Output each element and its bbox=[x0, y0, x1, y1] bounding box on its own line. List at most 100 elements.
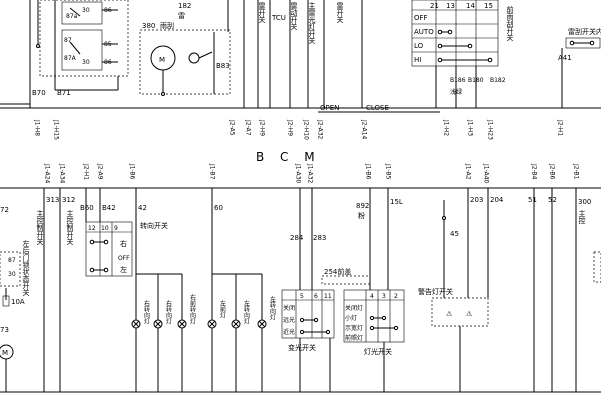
switch-row-lo: LO bbox=[414, 42, 424, 50]
unit-code: 182 bbox=[178, 2, 191, 10]
lamp-label-5: 左转向灯 bbox=[269, 295, 276, 321]
conn-r-r1: 小灯 bbox=[345, 314, 357, 322]
lamp-icon bbox=[257, 319, 267, 329]
lamp-label-1: 右转向灯 bbox=[165, 299, 172, 325]
switch-header-21: 21 bbox=[430, 2, 439, 10]
wire-284: 284 bbox=[290, 234, 304, 242]
bot-pin-10: J1-A2 bbox=[465, 163, 472, 180]
lamp-label-2: 右前转向灯 bbox=[189, 293, 196, 325]
right-vert-label-bottom: 主控 bbox=[578, 209, 586, 225]
right-switch-label: 雷刮开关内 bbox=[568, 27, 601, 36]
bcm-label: B C M bbox=[256, 150, 321, 164]
wire-204: 204 bbox=[490, 196, 504, 204]
conn-r-h1: 3 bbox=[382, 293, 386, 300]
relay-pin-30b: 30 bbox=[82, 59, 90, 66]
lamp-label-0: 右转向灯 bbox=[143, 299, 150, 325]
top-center-columns: 雷开关 TCU 雷动开关 主雷光灯开关 雷开关 OPEN CLOSE bbox=[257, 0, 440, 113]
turn-signal-switch: B60 B42 12 10 9 右 OFF 左 转向开关 bbox=[80, 188, 168, 277]
col-label-1: 雷开关 bbox=[258, 2, 266, 24]
motor-code: 380 bbox=[142, 22, 155, 30]
switch-header-15: 15 bbox=[484, 2, 493, 10]
b-wire-186: B186 bbox=[450, 77, 466, 84]
left-relay-87: 87 bbox=[8, 257, 16, 264]
wire-b71: B71 bbox=[57, 89, 71, 97]
sw-header-12: 12 bbox=[88, 225, 96, 232]
wire-313: 313 bbox=[46, 196, 59, 204]
top-pin-8: J2-A14 bbox=[361, 119, 368, 140]
conn-l-h0: 5 bbox=[300, 293, 304, 300]
conn-l-h1: 6 bbox=[314, 293, 318, 300]
relay-pin-87a: 87a bbox=[66, 13, 78, 20]
top-pin-9: J1-H2 bbox=[443, 119, 450, 136]
sw-header-9: 9 bbox=[114, 225, 118, 232]
lamp-icon bbox=[207, 319, 217, 329]
wire-b60: B60 bbox=[80, 204, 94, 212]
bot-pin-0: J1-A24 bbox=[44, 163, 51, 184]
wire-203: 203 bbox=[470, 196, 483, 204]
top-pin-3: J2-A7 bbox=[245, 119, 252, 136]
relay-pin-87A: 87A bbox=[64, 55, 77, 62]
bot-pin-1: J1-A34 bbox=[59, 163, 66, 184]
col-label-5: 雷开关 bbox=[336, 2, 344, 24]
top-pin-6: J2-H10 bbox=[303, 119, 310, 140]
top-pin-12: J2-H1 bbox=[557, 119, 564, 136]
vert-left-1: 主控制开关 bbox=[36, 209, 44, 246]
bcm-top-pins: J1-H8 J1-H15 J2-A5 J2-A7 J2-H9 J2-H9 J2-… bbox=[34, 119, 564, 140]
conn-l-r0: 关闭 bbox=[283, 304, 295, 312]
conn-r-h0: 4 bbox=[370, 293, 374, 300]
bottom-right-group: 51 52 300 主控 bbox=[528, 188, 601, 392]
wire-300: 300 bbox=[578, 198, 591, 206]
svg-text:M: M bbox=[159, 56, 165, 64]
bcm-bottom-pins: J1-A24 J1-A34 J2-H1 J2-A9 J1-B6 J1-B7 J1… bbox=[44, 163, 580, 184]
turn-lamps: 42 60 右转向灯 右转向灯 右前转向灯 左前灯 左转向灯 左转向灯 bbox=[131, 188, 276, 392]
wire-42: 42 bbox=[138, 204, 147, 212]
vert-left-3: 左后门锁状态开关 bbox=[22, 239, 30, 297]
top-pin-7: J2-A32 bbox=[317, 119, 324, 140]
bot-pin-13: J2-B6 bbox=[549, 163, 556, 180]
conn-r-r2: 示宽灯 bbox=[345, 324, 363, 332]
light-switches: 284 283 892 粉 15L 254前盖 5 6 11 关闭 远光 近光 … bbox=[281, 188, 405, 392]
bot-pin-4: J1-B6 bbox=[129, 163, 136, 180]
bot-pin-5: J1-B7 bbox=[209, 163, 216, 180]
sw-header-10: 10 bbox=[101, 225, 109, 232]
wire-60: 60 bbox=[214, 204, 223, 212]
top-pin-10: J1-H3 bbox=[467, 119, 474, 136]
sw-row-right: 右 bbox=[120, 239, 127, 248]
top-pin-11: J1-H23 bbox=[487, 119, 494, 140]
bot-pin-11: J1-A40 bbox=[483, 163, 490, 184]
lamp-icon bbox=[177, 319, 187, 329]
bottom-left-group: 72 87 30 10A 73 M 左后门锁状态开关 313 312 主控制开关… bbox=[0, 188, 75, 392]
b-wire-182: B182 bbox=[490, 77, 506, 84]
wire-15l: 15L bbox=[390, 198, 403, 206]
wiper-motor-group: 380 雨刮 182 雷 M B83 bbox=[139, 0, 245, 108]
bot-pin-2: J2-H1 bbox=[83, 163, 90, 180]
bot-pin-14: J2-B1 bbox=[573, 163, 580, 180]
hazard-lamp-icon: ⚠ bbox=[466, 310, 473, 318]
bot-pin-7: J1-A32 bbox=[307, 163, 314, 184]
svg-text:M: M bbox=[2, 349, 8, 357]
top-pin-0: J1-H8 bbox=[34, 119, 41, 136]
wire-283: 283 bbox=[313, 234, 326, 242]
conn-l-title: 变光开关 bbox=[288, 343, 316, 352]
wire-51: 51 bbox=[528, 196, 537, 204]
sw-title: 转向开关 bbox=[140, 221, 168, 230]
motor-b83: B83 bbox=[216, 62, 230, 70]
col-label-3: 雷动开关 bbox=[290, 2, 298, 31]
conn-r-h2: 2 bbox=[394, 293, 398, 300]
b-wire-180: B180 bbox=[468, 77, 484, 84]
top-pin-2: J2-A5 bbox=[229, 119, 236, 136]
connector-254: 254前盖 bbox=[324, 267, 351, 276]
bot-pin-6: J1-A30 bbox=[295, 163, 302, 184]
hazard-lamp-icon: ⚠ bbox=[446, 310, 453, 318]
motor-name: 雨刮 bbox=[160, 21, 174, 30]
conn-l-h2: 11 bbox=[324, 293, 332, 300]
left-relay-30: 30 bbox=[8, 271, 16, 278]
wire-b42: B42 bbox=[102, 204, 116, 212]
lamp-icon bbox=[131, 319, 141, 329]
vert-left-2: 主控制开关 bbox=[66, 209, 74, 246]
lamp-label-3: 左前灯 bbox=[219, 299, 226, 319]
sw-row-off: OFF bbox=[118, 255, 130, 262]
col-tcu: TCU bbox=[271, 14, 286, 22]
wiper-switch-table: 21 13 14 15 OFF AUTO LO HI B186 B180 B18… bbox=[411, 0, 514, 108]
top-pin-1: J1-H15 bbox=[53, 119, 60, 140]
